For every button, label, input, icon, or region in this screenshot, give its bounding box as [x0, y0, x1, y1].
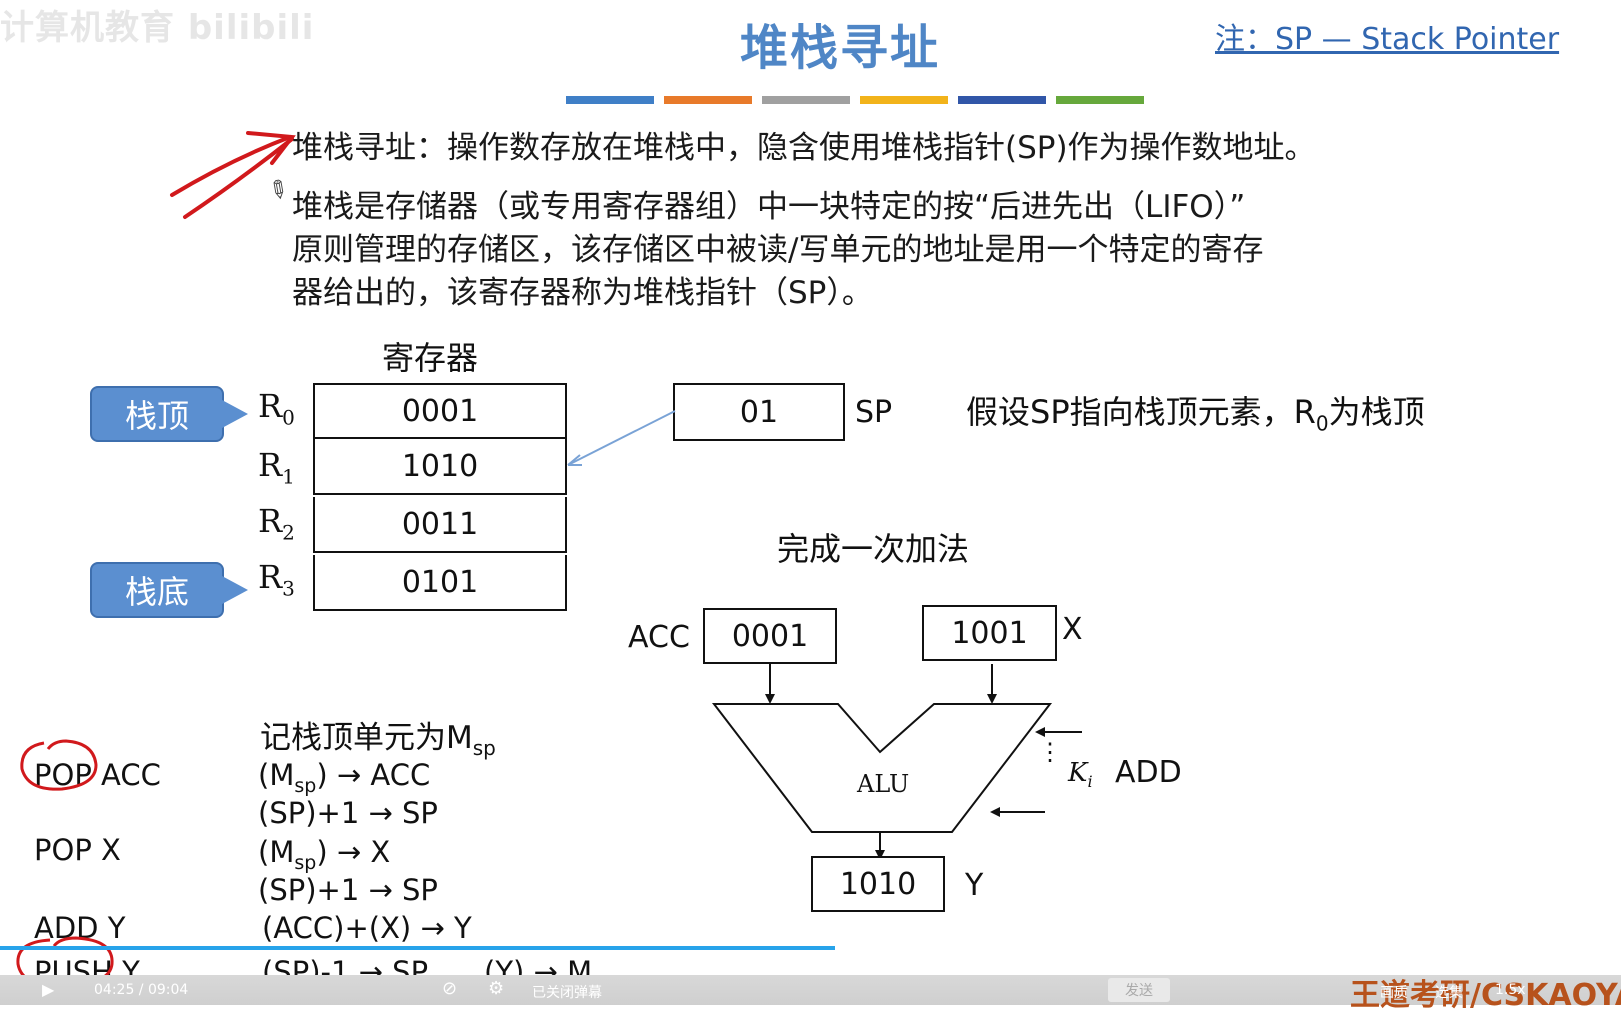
sp-pointer-arrow — [567, 410, 676, 466]
msp-note: 记栈顶单元为Msp — [260, 720, 496, 761]
color-bar — [566, 96, 654, 104]
ki-label: Ki — [1068, 758, 1093, 792]
micro-op: (SP)+1 → SP — [258, 873, 438, 907]
sp-register-box: 01 — [673, 383, 845, 441]
description-line-2: 原则管理的存储区，该存储区中被读/写单元的地址是用一个特定的寄存 — [292, 232, 1264, 268]
register-name-r3: R3 — [258, 558, 295, 601]
y-label: Y — [965, 868, 984, 903]
acc-register-box: 0001 — [703, 608, 837, 664]
color-bar — [664, 96, 752, 104]
register-heading: 寄存器 — [382, 339, 479, 377]
danmaku-toggle-icon[interactable]: ⊘ — [442, 978, 458, 999]
color-bar — [860, 96, 948, 104]
definition-text: 堆栈寻址：操作数存放在堆栈中，隐含使用堆栈指针(SP)作为操作数地址。 — [292, 130, 1316, 166]
red-arrow-annotation — [170, 131, 296, 219]
assumption-text: 假设SP指向栈顶元素，R0为栈顶 — [966, 393, 1425, 436]
instruction-pop-x: POP X — [34, 833, 121, 867]
micro-op: (ACC)+(X) → Y — [262, 911, 472, 945]
red-circle-annotation — [20, 739, 98, 791]
add-operation-label: ADD — [1115, 755, 1182, 790]
danmaku-settings-icon[interactable]: ⚙ — [488, 978, 505, 999]
stack-bottom-label: 栈底 — [124, 573, 189, 611]
add-section-heading: 完成一次加法 — [777, 530, 970, 568]
alu-label: ALU — [857, 770, 910, 798]
stack-top-label: 栈顶 — [124, 397, 189, 435]
x-register-box: 1001 — [922, 605, 1057, 661]
alu-diagram: ⋮ — [711, 664, 1082, 860]
register-cell-r2: 0011 — [313, 497, 567, 553]
sp-note: 注：SP — Stack Pointer — [1215, 22, 1560, 57]
speed-option[interactable]: 1.5x — [1495, 982, 1526, 998]
video-progress-bar[interactable] — [0, 946, 835, 950]
stack-bottom-callout: 栈底 — [90, 562, 248, 618]
micro-op: (SP)+1 → SP — [258, 796, 438, 830]
y-register-box: 1010 — [811, 856, 945, 912]
register-name-r1: R1 — [258, 446, 295, 489]
quality-option[interactable]: 画质 — [1380, 985, 1408, 1001]
micro-op: (Msp) → ACC — [258, 758, 431, 797]
playback-time: 04:25 / 09:04 — [94, 982, 189, 998]
video-control-bar — [0, 975, 1621, 1005]
danmaku-status: 已关闭弹幕 — [532, 985, 602, 1001]
slide-title: 堆栈寻址 — [740, 20, 941, 76]
micro-op: (Msp) → X — [258, 835, 391, 874]
svg-text:⋮: ⋮ — [1038, 738, 1062, 766]
send-label: 发送 — [1125, 983, 1153, 999]
instruction-pop-acc: POP ACC — [34, 758, 161, 792]
description-line-3: 器给出的，该寄存器称为堆栈指针（SP）。 — [292, 275, 873, 311]
play-icon[interactable]: ▶︎ — [42, 980, 55, 999]
bilibili-watermark: 计算机教育 bilibili — [0, 8, 315, 48]
color-bar — [958, 96, 1046, 104]
color-bar — [762, 96, 850, 104]
acc-label: ACC — [628, 620, 690, 655]
sp-label: SP — [855, 395, 893, 430]
color-bar — [1056, 96, 1144, 104]
description-line-1: 堆栈是存储器（或专用寄存器组）中一块特定的按“后进先出（LIFO）” — [292, 189, 1246, 225]
stack-top-callout: 栈顶 — [90, 386, 248, 442]
register-cell-r0: 0001 — [313, 383, 567, 439]
register-name-r2: R2 — [258, 502, 295, 545]
register-cell-r3: 0101 — [313, 555, 567, 611]
register-cell-r1: 1010 — [313, 439, 567, 495]
register-name-r0: R0 — [258, 387, 295, 430]
x-label: X — [1062, 612, 1083, 647]
danmaku-send-button[interactable]: 发送 — [1108, 978, 1170, 1002]
episode-option[interactable]: 选集 — [1435, 985, 1463, 1001]
